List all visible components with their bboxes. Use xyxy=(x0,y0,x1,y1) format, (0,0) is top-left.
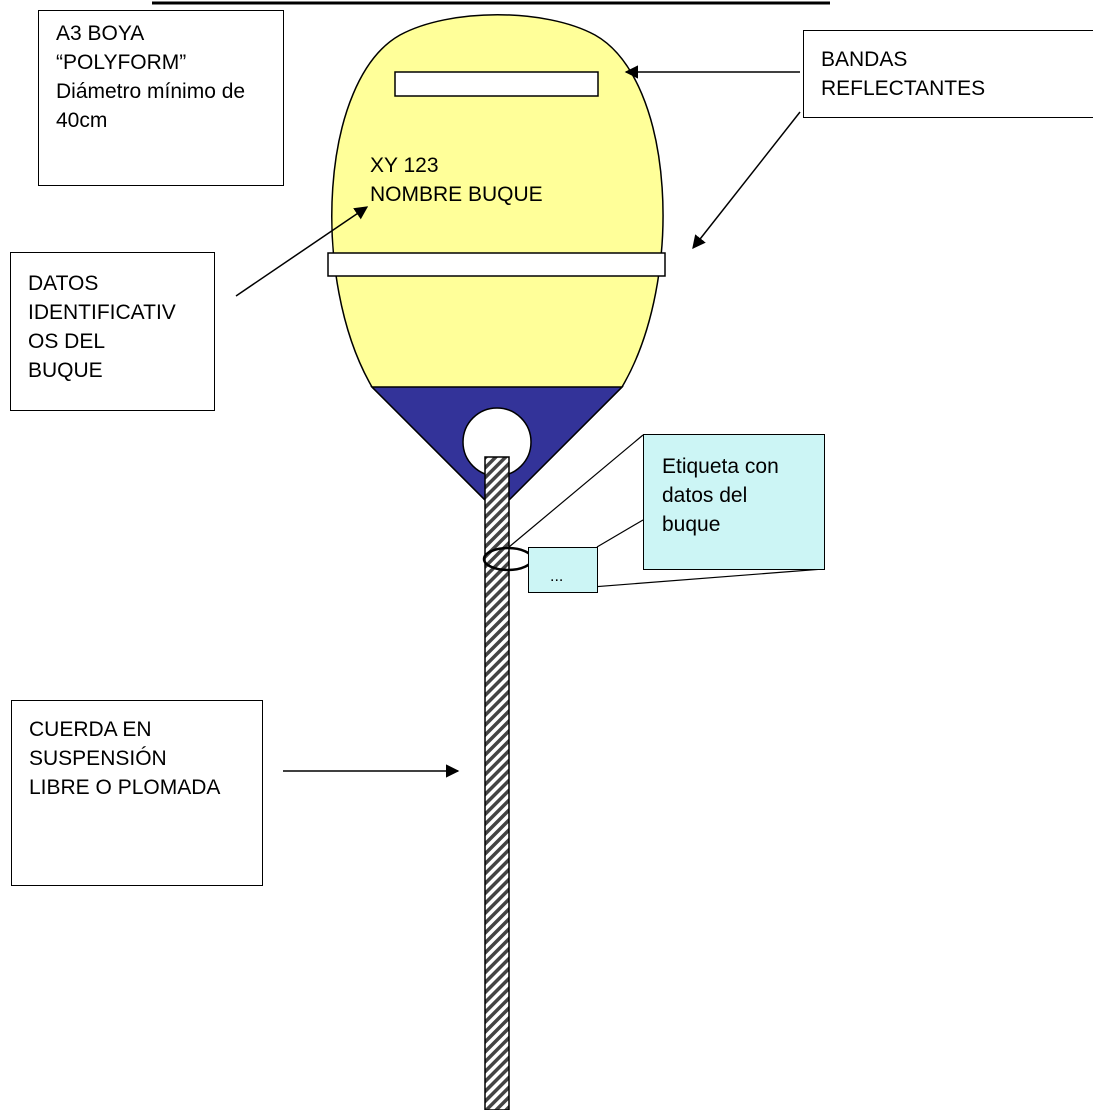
reflective-band-top xyxy=(394,71,599,97)
buoy-label-line: “POLYFORM” xyxy=(56,51,187,74)
tag-label-line: datos del xyxy=(662,484,748,507)
rope-label-line: CUERDA EN xyxy=(29,718,152,741)
tag-callout-box: Etiqueta con datos del buque xyxy=(643,434,825,570)
buoy-label-line: 40cm xyxy=(56,109,108,132)
vessel-data-label-line: OS DEL xyxy=(28,330,106,353)
vessel-data-label-line: DATOS xyxy=(28,272,99,295)
rope xyxy=(484,456,510,1110)
vessel-data-label-line: IDENTIFICATIV xyxy=(28,301,176,324)
buoy-marking-line1: XY 123 xyxy=(370,154,439,177)
tag-callout-line-3 xyxy=(596,519,644,548)
rope-label-line: SUSPENSIÓN xyxy=(29,747,167,770)
rope-tag: ... xyxy=(528,547,598,593)
arrow-to-vessel-marking xyxy=(235,206,369,297)
rope-label-box: CUERDA EN SUSPENSIÓN LIBRE O PLOMADA xyxy=(11,700,263,886)
reflective-bands-label-box: BANDAS REFLECTANTES xyxy=(803,30,1093,118)
buoy-label-line: A3 BOYA xyxy=(56,22,145,45)
buoy-label-line: Diámetro mínimo de xyxy=(56,80,246,103)
tag-callout-line-1 xyxy=(508,434,644,548)
buoy-marking: XY 123 NOMBRE BUQUE xyxy=(370,151,543,209)
vessel-data-label-box: DATOS IDENTIFICATIV OS DEL BUQUE xyxy=(10,252,215,411)
rope-tag-text: ... xyxy=(550,568,564,585)
vessel-data-label-line: BUQUE xyxy=(28,359,103,382)
reflective-band-middle xyxy=(327,252,666,277)
arrow-to-middle-band xyxy=(692,111,801,250)
reflective-bands-label-line: REFLECTANTES xyxy=(821,77,986,100)
reflective-bands-label-line: BANDAS xyxy=(821,48,908,71)
buoy-marking-line2: NOMBRE BUQUE xyxy=(370,183,543,206)
buoy-label-box: A3 BOYA “POLYFORM” Diámetro mínimo de 40… xyxy=(38,10,284,186)
tag-label-line: buque xyxy=(662,513,721,536)
tag-label-line: Etiqueta con xyxy=(662,455,779,478)
rope-label-line: LIBRE O PLOMADA xyxy=(29,776,221,799)
